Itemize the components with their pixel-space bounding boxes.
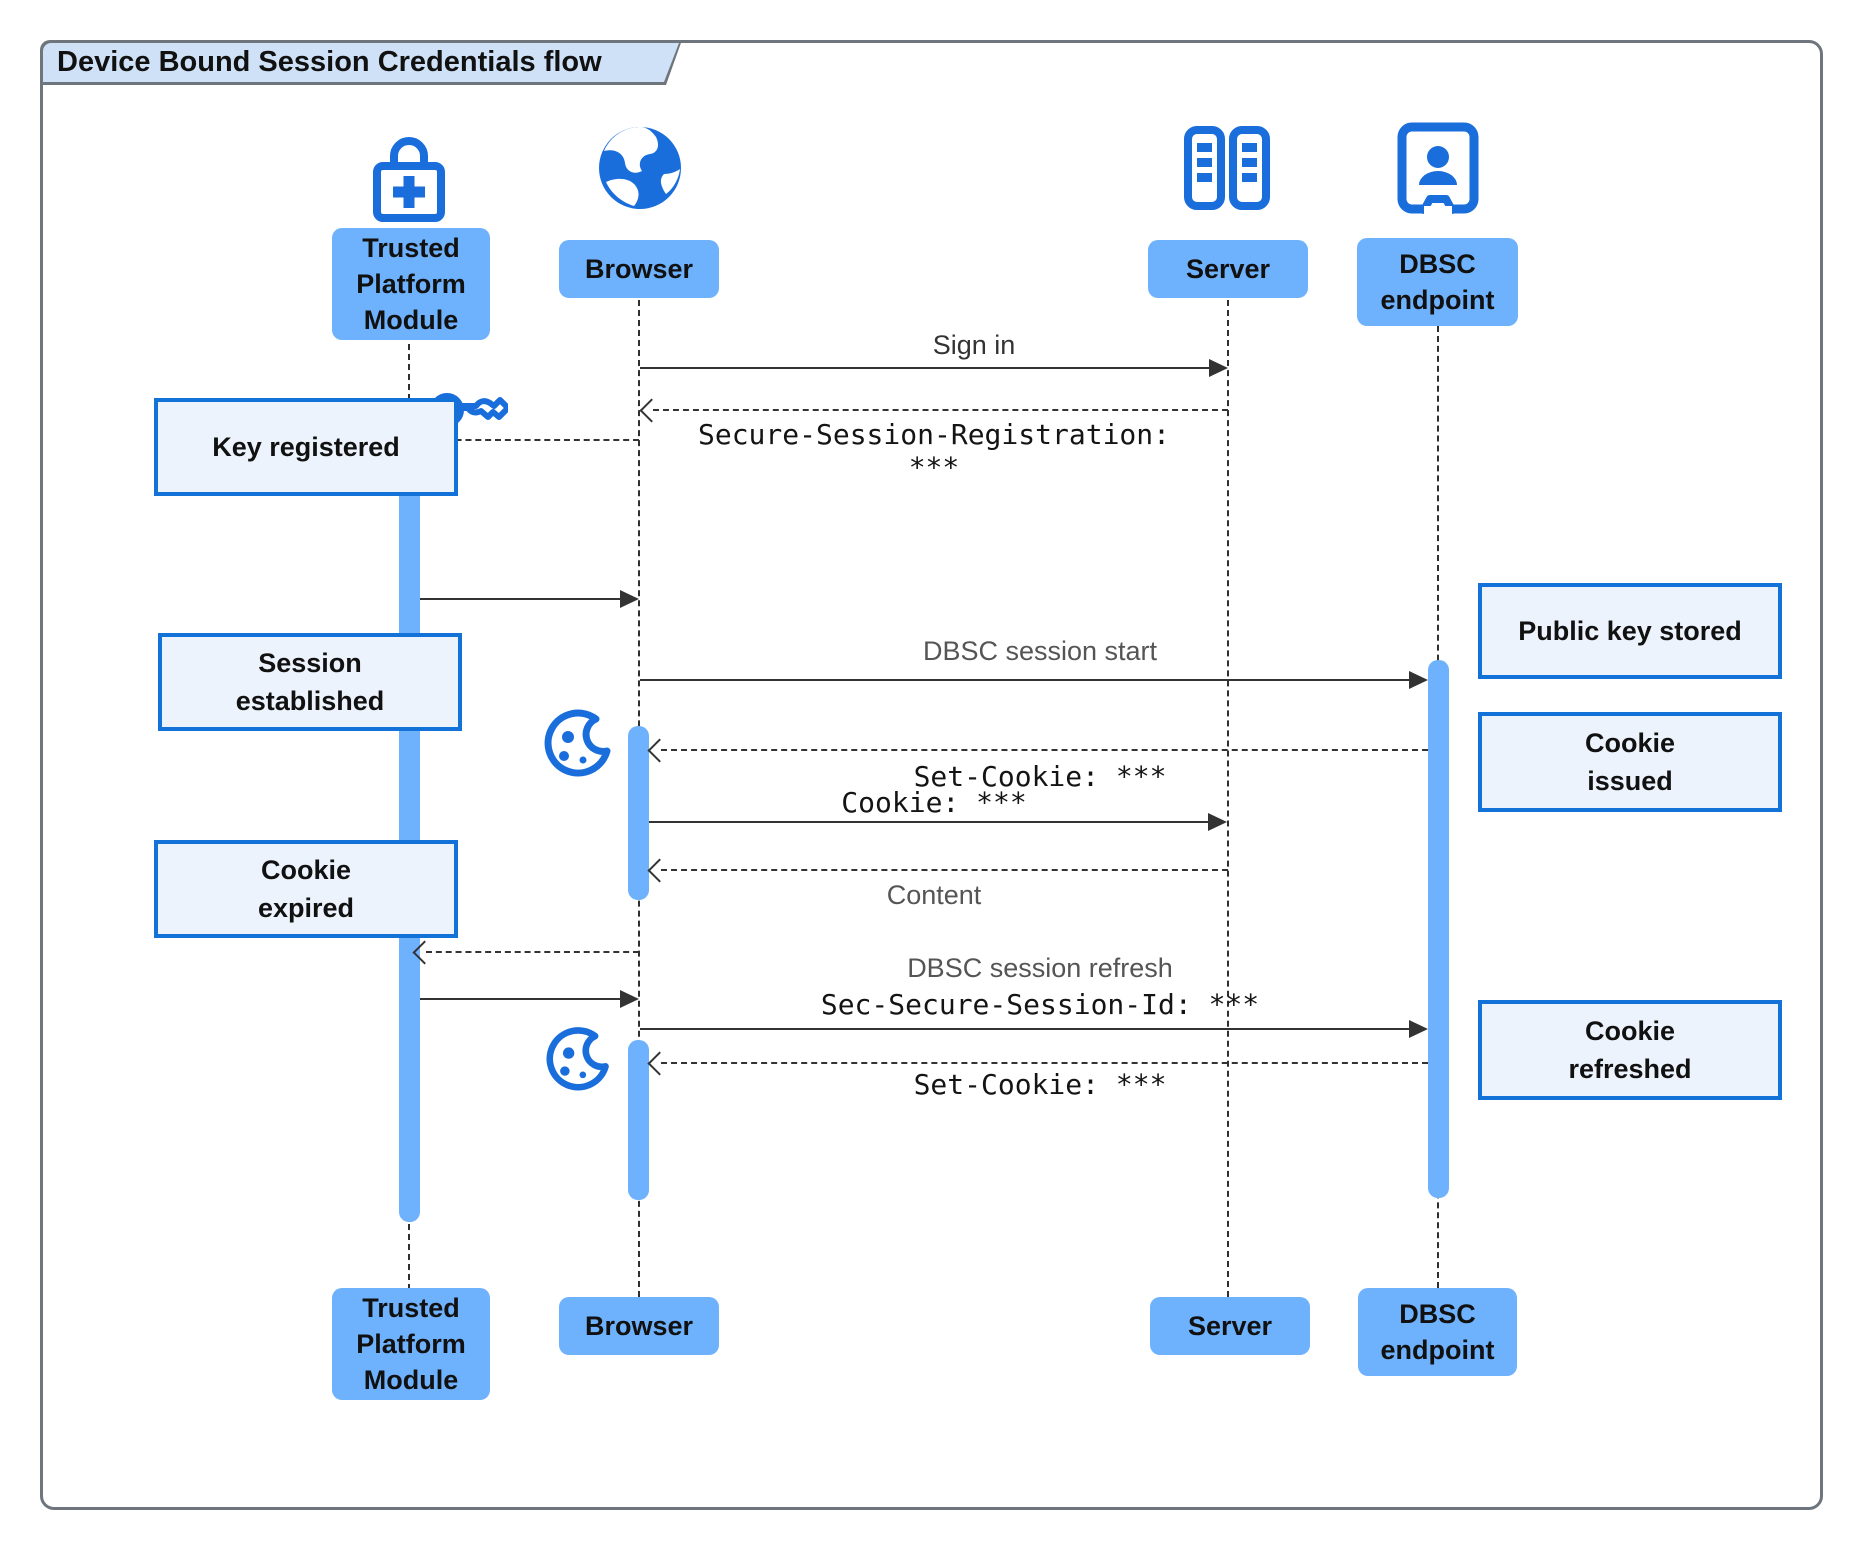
note-key-registered: Key registered <box>154 398 458 496</box>
actor-label-browser-top: Browser <box>559 240 719 298</box>
message-line-key-ready <box>420 598 620 600</box>
arrowhead-session-start <box>1409 671 1428 689</box>
message-line-signature-ready <box>420 998 620 1000</box>
title-tab: Device Bound Session Credentials flow <box>40 40 682 85</box>
arrowhead-signature-ready <box>620 990 639 1008</box>
message-label-set-cookie-2: Set-Cookie: *** <box>913 1068 1167 1101</box>
actor-label-tpm-bottom: Trusted Platform Module <box>332 1288 490 1400</box>
actor-label-server-top: Server <box>1148 240 1308 298</box>
message-label-content: Content <box>886 880 982 910</box>
activation-bar-dbsc <box>1428 660 1449 1198</box>
message-label-session-refresh: DBSC session refresh <box>907 953 1173 983</box>
message-label-session-start: DBSC session start <box>922 636 1158 666</box>
note-cookie-refreshed: Cookie refreshed <box>1478 1000 1782 1100</box>
arrowhead-session-refresh <box>1409 1020 1428 1038</box>
globe-icon <box>594 122 686 214</box>
message-label-cookie: Cookie: *** <box>841 786 1027 819</box>
cookie-icon <box>545 1012 615 1098</box>
lifeline-server <box>1227 300 1229 1297</box>
arrowhead-cookie <box>1208 813 1227 831</box>
note-session-established: Session established <box>158 633 462 731</box>
note-public-key-stored: Public key stored <box>1478 583 1782 679</box>
note-cookie-expired: Cookie expired <box>154 840 458 938</box>
arrowhead-sign-in <box>1209 359 1228 377</box>
lock-plus-icon <box>361 126 457 224</box>
diagram-title: Device Bound Session Credentials flow <box>57 46 602 78</box>
actor-label-dbsc-top: DBSC endpoint <box>1357 238 1518 326</box>
activation-bar-tpm <box>399 410 420 1222</box>
cookie-icon <box>543 694 617 784</box>
message-label-set-cookie-1: Set-Cookie: *** <box>913 760 1167 793</box>
message-line-session-start <box>640 679 1410 681</box>
actor-label-dbsc-bottom: DBSC endpoint <box>1358 1288 1517 1376</box>
arrowhead-key-ready <box>620 590 639 608</box>
server-rack-icon <box>1183 126 1271 210</box>
actor-label-server-bottom: Server <box>1150 1297 1310 1355</box>
message-line-register-key <box>426 439 639 441</box>
actor-label-tpm-top: Trusted Platform Module <box>332 228 490 340</box>
message-line-resign <box>426 951 639 953</box>
activation-bar-browser-1 <box>628 726 649 900</box>
message-label-sign-in: Sign in <box>932 330 1016 360</box>
message-line-session-refresh <box>640 1028 1410 1030</box>
actor-label-browser-bottom: Browser <box>559 1297 719 1355</box>
message-line-content <box>661 869 1228 871</box>
message-line-registration <box>653 409 1228 411</box>
message-line-sign-in <box>640 367 1210 369</box>
message-line-cookie <box>649 821 1209 823</box>
message-line-set-cookie-2 <box>661 1062 1428 1064</box>
message-line-set-cookie-1 <box>661 749 1428 751</box>
note-cookie-issued: Cookie issued <box>1478 712 1782 812</box>
message-label-registration: Secure-Session-Registration: *** <box>697 418 1170 484</box>
endpoint-person-icon <box>1397 122 1479 214</box>
activation-bar-browser-2 <box>628 1040 649 1200</box>
message-label-session-id: Sec-Secure-Session-Id: *** <box>820 988 1260 1021</box>
